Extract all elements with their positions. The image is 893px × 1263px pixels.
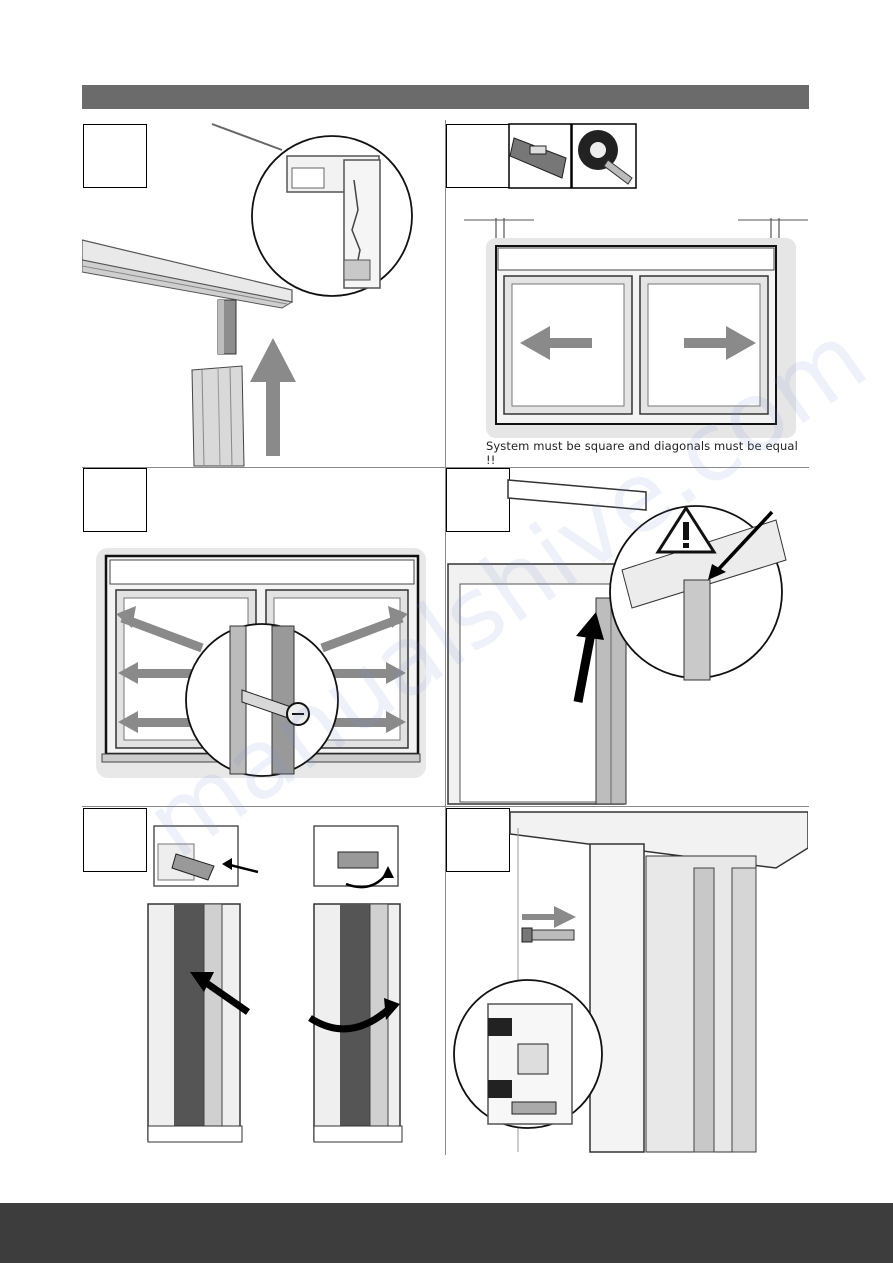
step-number-box (446, 808, 510, 872)
step-number-box (83, 468, 147, 532)
screw-detail-icon (229, 625, 310, 775)
frame-install-illustration (82, 123, 413, 467)
fixing-illustration (96, 548, 426, 778)
profile-section-icon (487, 1003, 573, 1125)
row-divider (82, 806, 809, 807)
tape-measure-icon (571, 123, 637, 189)
bolt-fixing-illustration (453, 811, 808, 1153)
section-header-bar (82, 85, 809, 109)
frame-seat-illustration (447, 479, 787, 805)
step-number-box (446, 124, 510, 188)
square-check-illustration (464, 123, 808, 438)
row-divider (82, 467, 809, 468)
fixing-arrows-icon (116, 606, 408, 733)
up-arrow-icon (573, 612, 604, 703)
spirit-level-icon (508, 123, 572, 189)
clip-detail-icon (153, 825, 399, 887)
clip-fitting-illustration (147, 825, 403, 1143)
left-arrow-icon (520, 326, 592, 360)
step-number-box (446, 468, 510, 532)
right-arrow-icon (522, 906, 576, 928)
warning-triangle-icon (655, 505, 717, 554)
bolt-icon (521, 927, 575, 943)
step-number-box (83, 808, 147, 872)
step-number-box (83, 124, 147, 188)
right-arrow-icon (684, 326, 756, 360)
up-arrow-icon (250, 338, 296, 456)
frame-profile-detail-icon (286, 155, 381, 289)
rotate-arrow-icon (308, 998, 400, 1033)
square-check-caption: System must be square and diagonals must… (486, 439, 798, 467)
column-divider (445, 120, 446, 1155)
page-footer-bar (0, 1203, 893, 1263)
